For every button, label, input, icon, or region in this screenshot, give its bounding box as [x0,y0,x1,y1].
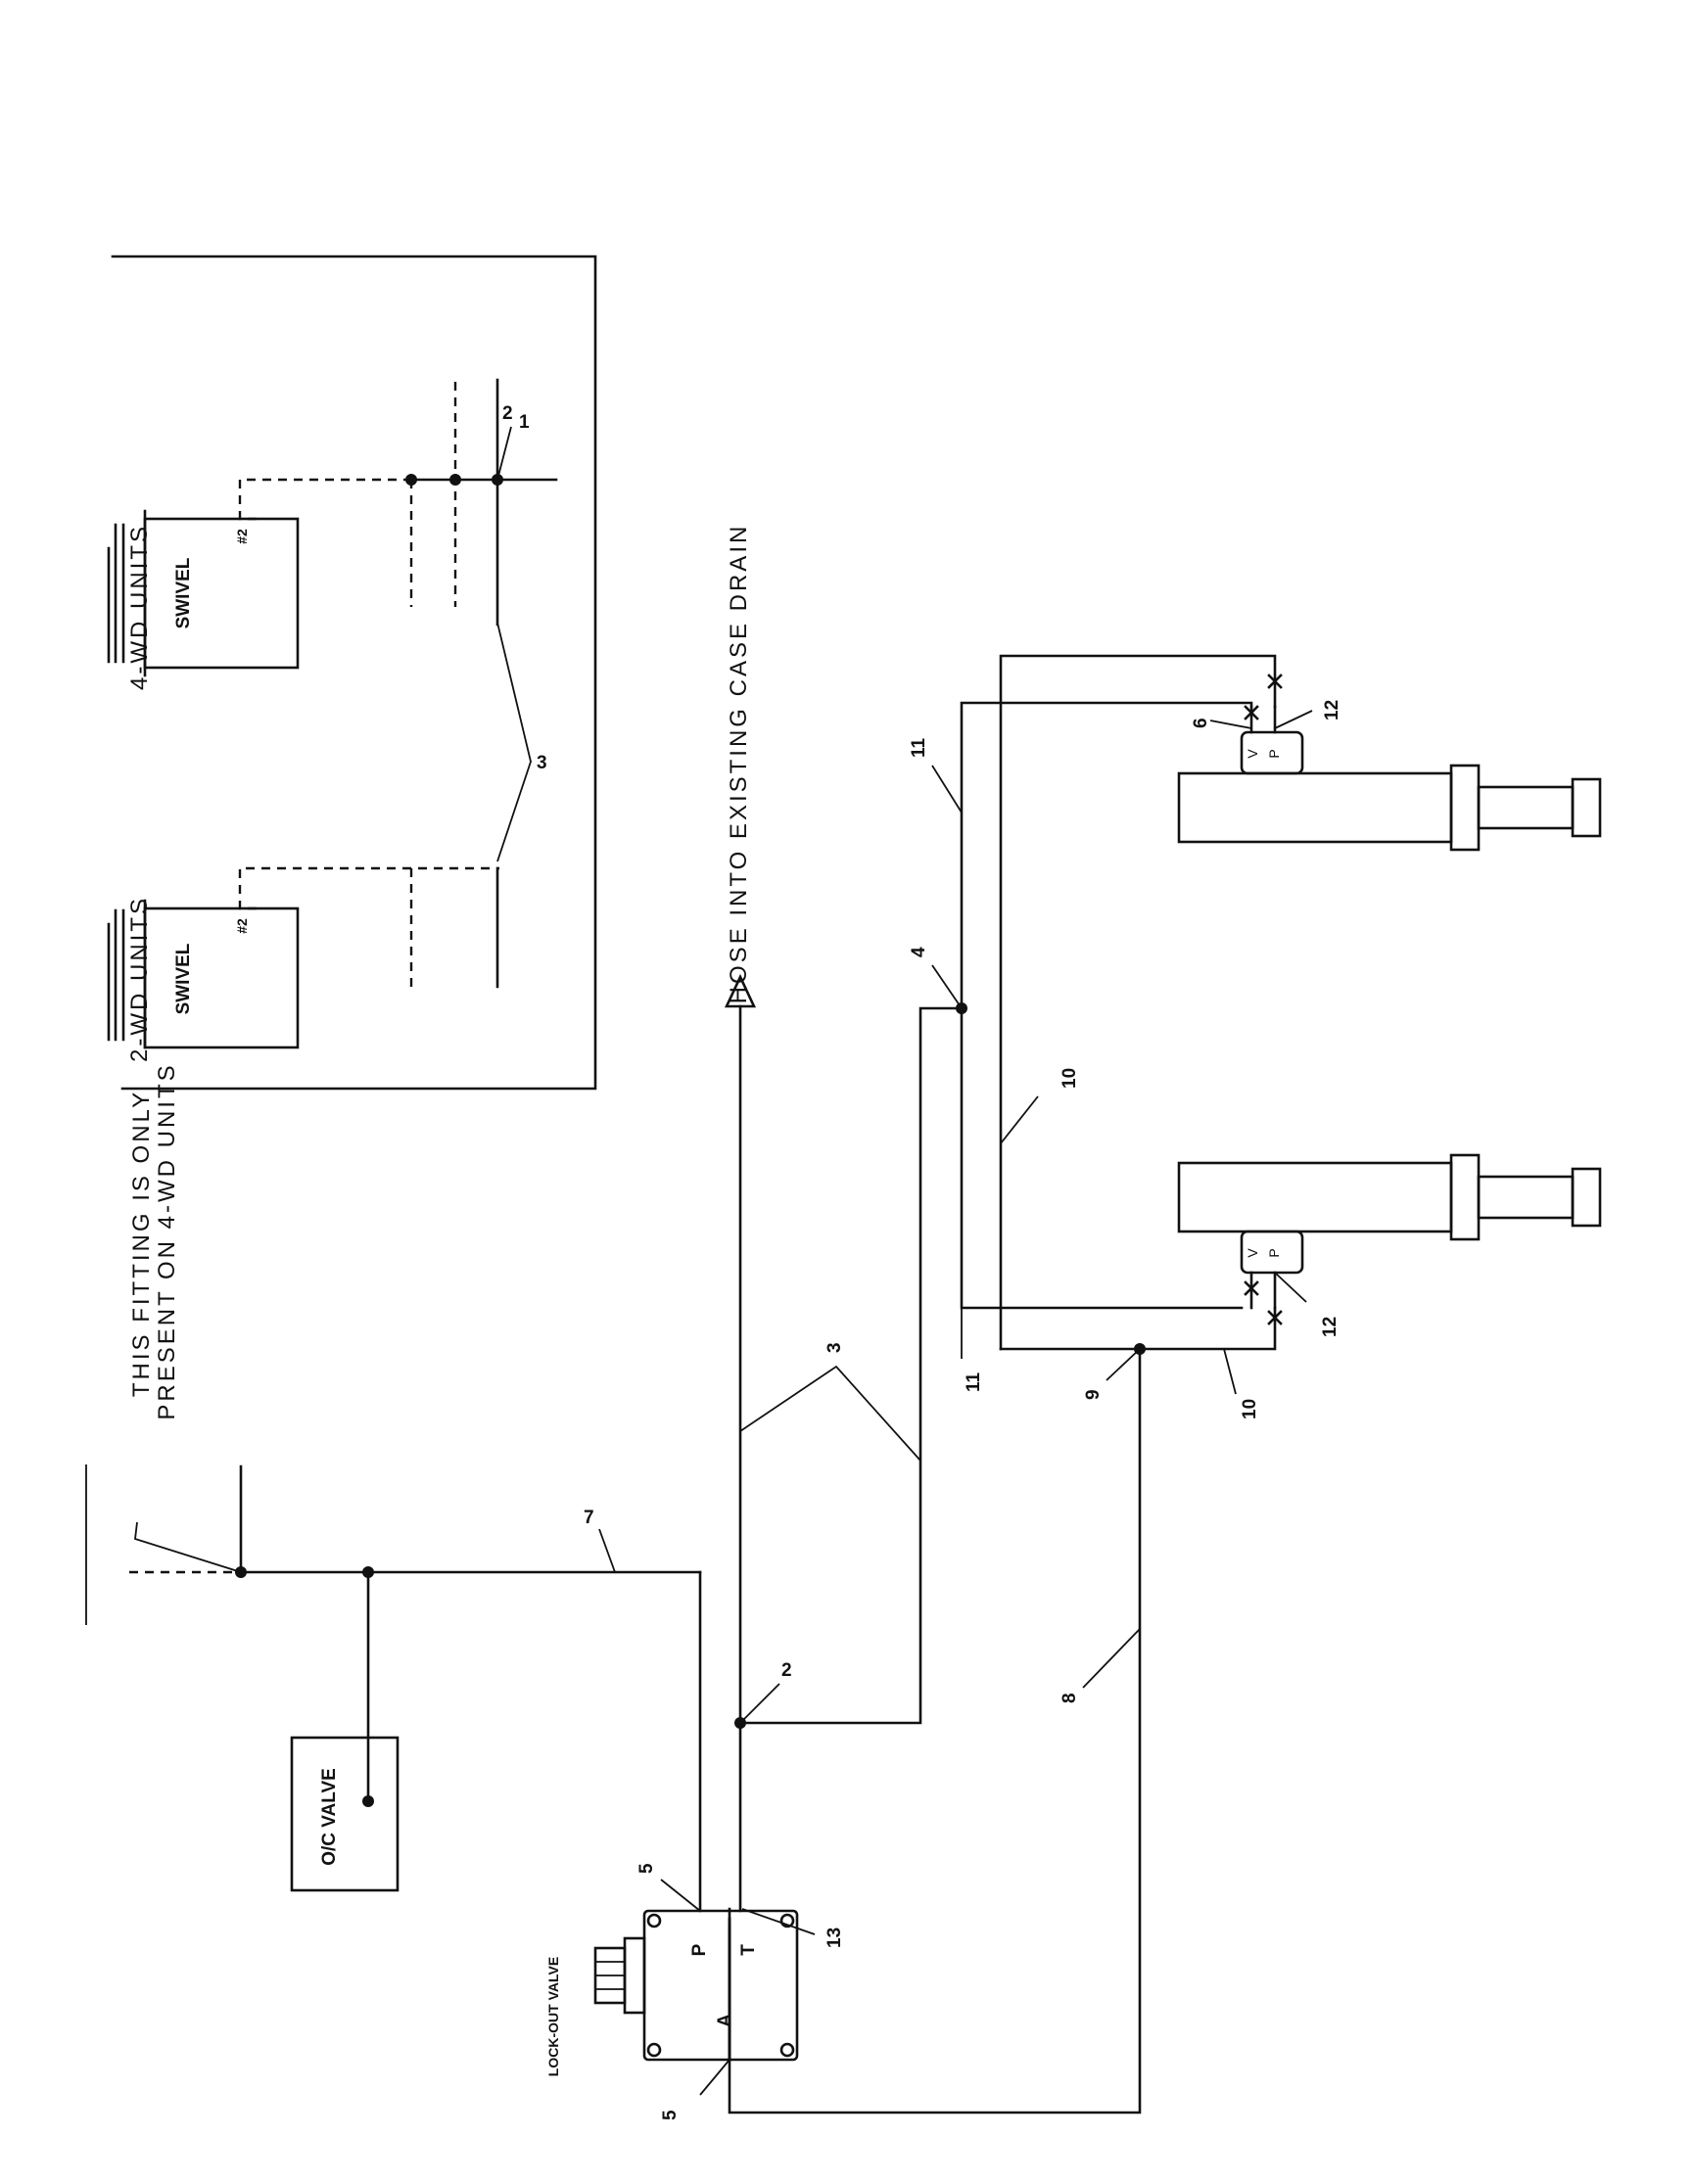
inset-panel: 4-WD UNITS SWIVEL #2 2-WD UNITS SWIVEL #… [107,255,597,1091]
swivel-4wd: 4-WD UNITS SWIVEL #2 [107,478,411,690]
lockout-port-p: P [689,1943,710,1956]
swivel-label-2wd: SWIVEL [173,943,194,1014]
oc-valve-label: O/C VALVE [319,1768,340,1866]
callout-12-bottom: 12 [1320,1317,1341,1337]
callout-3-inset: 3 [537,753,547,773]
lockout-valve-label: LOCK-OUT VALVE [545,1957,561,2076]
two-wd-units-title: 2-WD UNITS [126,896,153,1062]
callout-4: 4 [909,947,929,957]
callout-11-top: 11 [909,737,929,758]
swivel-2wd: 2-WD UNITS SWIVEL #2 [107,866,499,1062]
callout-13: 13 [824,1928,845,1948]
callout-12-top: 12 [1322,700,1342,720]
callout-10-bottom: 10 [1240,1399,1260,1419]
swivel-port-label-2wd: #2 [234,918,250,934]
fitting-note-line1: THIS FITTING IS ONLY [128,1090,155,1397]
cyl-lower-port-v: V [1245,1248,1260,1258]
oc-valve: O/C VALVE [290,1736,400,1892]
fitting-note: THIS FITTING IS ONLY PRESENT ON 4-WD UNI… [85,1062,242,1625]
hydraulic-cylinder-upper: V P [1177,674,1602,852]
junction-dot [405,474,417,486]
case-drain-note: HOSE INTO EXISTING CASE DRAIN [726,524,752,1004]
case-drain-line: HOSE INTO EXISTING CASE DRAIN [724,524,757,1913]
callout-2: 2 [781,1660,792,1681]
callout-2-inset: 2 [502,403,513,424]
lockout-port-t: T [738,1944,759,1956]
hydraulic-cylinder-lower: V P [1177,1153,1602,1325]
callout-6: 6 [1191,718,1211,728]
junction-dot [362,1795,374,1807]
callout-5-bottom: 5 [660,2110,681,2120]
cyl-upper-port-p: P [1266,749,1282,758]
junction-dot [235,1566,247,1578]
callout-9: 9 [1083,1389,1104,1400]
junction-dot [362,1566,374,1578]
lockout-valve: P T A LOCK-OUT VALVE [545,1909,799,2076]
fitting-note-line2: PRESENT ON 4-WD UNITS [154,1062,180,1419]
cyl-upper-port-v: V [1245,749,1260,759]
lockout-port-a: A [715,2014,735,2027]
swivel-port-label-4wd: #2 [234,529,250,544]
callout-3: 3 [824,1342,845,1353]
callout-11-bottom: 11 [964,1371,984,1392]
callout-7: 7 [584,1508,594,1528]
junction-dot [449,474,461,486]
callout-5-top: 5 [636,1863,657,1874]
four-wd-units-title: 4-WD UNITS [126,524,153,690]
callout-1-inset: 1 [519,412,530,433]
callout-10-top: 10 [1059,1068,1080,1089]
cyl-lower-port-p: P [1266,1248,1282,1257]
callout-8: 8 [1059,1693,1080,1703]
swivel-label-4wd: SWIVEL [173,557,194,628]
